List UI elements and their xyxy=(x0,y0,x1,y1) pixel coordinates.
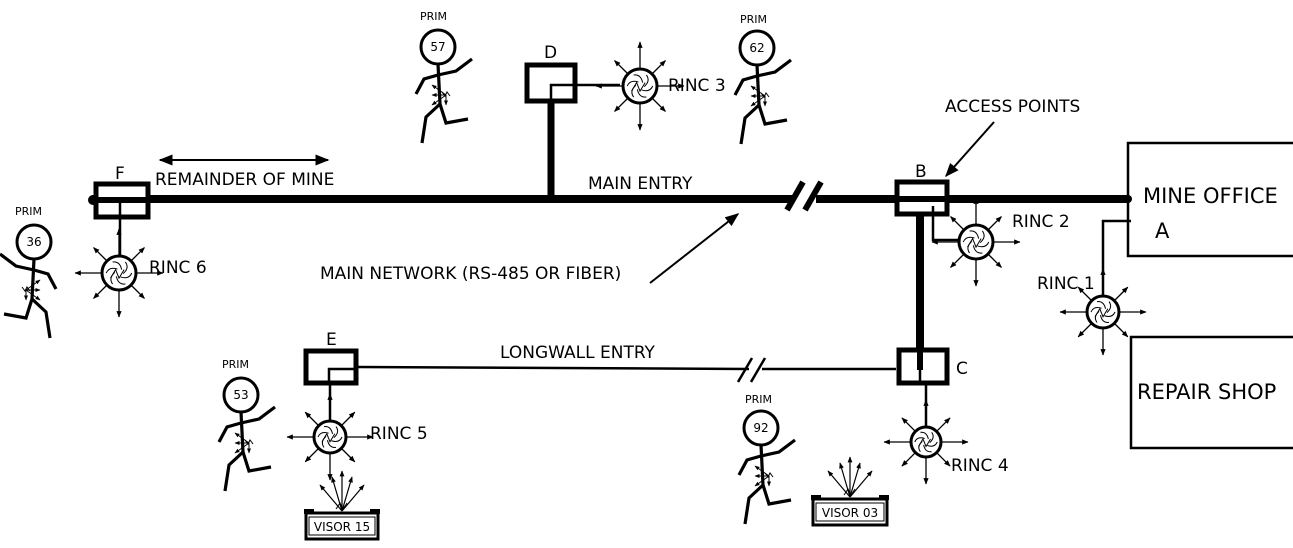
rinc-3-label: RINC 3 xyxy=(668,76,726,96)
access-point-d-label: D xyxy=(544,43,557,63)
person-36 xyxy=(0,223,58,339)
mine-office-label: MINE OFFICE xyxy=(1143,184,1278,208)
person-57-tag: PRIM xyxy=(420,10,447,23)
main-network-line xyxy=(88,195,1132,205)
person-36-tag: PRIM xyxy=(15,205,42,218)
access-point-f xyxy=(93,181,151,256)
person-53 xyxy=(217,376,276,492)
access-point-e xyxy=(303,348,359,420)
access-point-d xyxy=(524,62,620,104)
main-entry-label: MAIN ENTRY xyxy=(588,174,693,194)
visor-03-unit xyxy=(811,456,889,527)
rinc-4-node xyxy=(883,399,969,485)
access-point-c-label: C xyxy=(956,359,968,379)
access-points-label: ACCESS POINTS xyxy=(945,97,1080,117)
repair-shop-label: REPAIR SHOP xyxy=(1137,380,1276,404)
person-62-id: 62 xyxy=(749,41,764,55)
main-network-pointer xyxy=(649,213,740,284)
longwall-network-line xyxy=(356,357,896,383)
main-network-label: MAIN NETWORK (RS-485 OR FIBER) xyxy=(320,264,621,284)
main-network-break-symbol xyxy=(784,180,824,212)
rinc-6-label: RINC 6 xyxy=(149,258,207,278)
rinc-1-node xyxy=(1059,268,1147,356)
rinc-4-label: RINC 4 xyxy=(951,456,1009,476)
repair-shop-box xyxy=(1129,335,1293,450)
person-62 xyxy=(733,29,792,145)
access-point-a-label: A xyxy=(1155,219,1170,243)
access-point-f-label: F xyxy=(115,164,125,184)
access-points-pointer xyxy=(945,121,995,178)
remainder-of-mine-label: REMAINDER OF MINE xyxy=(155,170,334,190)
longwall-entry-label: LONGWALL ENTRY xyxy=(500,343,656,363)
person-57-id: 57 xyxy=(430,40,445,54)
mine-office-box xyxy=(1101,141,1293,308)
access-point-c xyxy=(896,347,950,426)
rinc-6-node xyxy=(74,228,164,318)
person-92 xyxy=(737,409,796,525)
access-point-e-label: E xyxy=(326,330,337,350)
visor-15-label: VISOR 15 xyxy=(314,520,370,534)
person-62-tag: PRIM xyxy=(740,13,767,26)
person-92-id: 92 xyxy=(753,421,768,435)
rinc-2-node xyxy=(931,197,1021,287)
rinc-3-node xyxy=(595,41,685,131)
person-92-tag: PRIM xyxy=(745,393,772,406)
access-point-b-label: B xyxy=(915,162,927,182)
access-point-b xyxy=(894,179,958,242)
rinc-2-label: RINC 2 xyxy=(1012,212,1070,232)
visor-15-unit xyxy=(304,470,380,541)
person-53-id: 53 xyxy=(233,388,248,402)
person-57 xyxy=(414,28,473,144)
person-53-tag: PRIM xyxy=(222,358,249,371)
rinc-1-label: RINC 1 xyxy=(1037,274,1095,294)
rinc-5-label: RINC 5 xyxy=(370,424,428,444)
person-36-id: 36 xyxy=(26,235,41,249)
rinc-5-node xyxy=(286,393,374,481)
visor-03-label: VISOR 03 xyxy=(822,506,878,520)
